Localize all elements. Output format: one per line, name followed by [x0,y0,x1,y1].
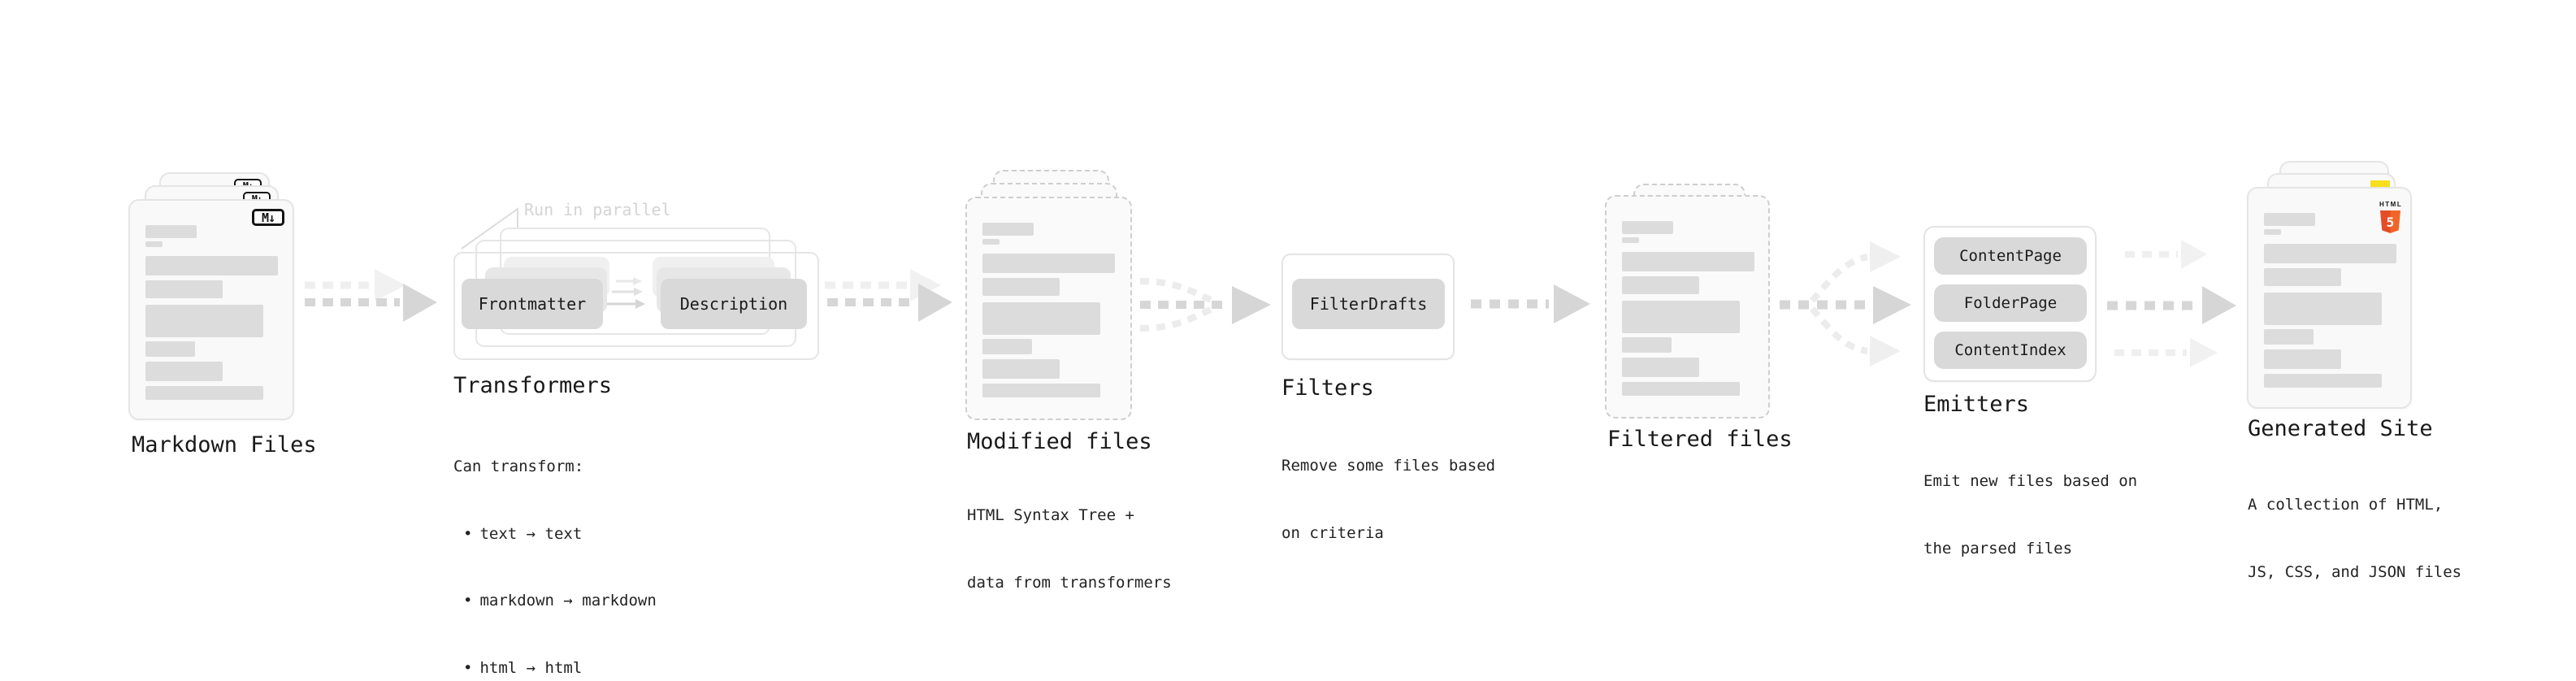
stage-label-generated-site: Generated Site [2248,416,2433,441]
contentpage-pill: ContentPage [1934,237,2087,275]
markdown-icon: M↓ [252,209,284,226]
transformer-parallel-arrows [606,277,645,309]
contentindex-pill: ContentIndex [1934,332,2087,369]
filters-description: Remove some files based on criteria [1281,457,1496,542]
transformer-box-front [453,252,819,360]
frontmatter-pill: Frontmatter [462,279,603,329]
transformers-bullet: •html → html [463,658,583,677]
transformers-bullet: •markdown → markdown [463,592,657,609]
markdown-file-card-front: M↓ [128,199,294,420]
filtered-file-card-front [1605,195,1770,419]
stage-label-emitters: Emitters [1923,392,2030,417]
transformers-description: Can transform: •text → text •markdown → … [453,411,657,681]
arrow-transformers-to-modified [825,269,952,322]
folderpage-pill: FolderPage [1934,284,2087,322]
document-content-placeholder [2249,189,2410,407]
modified-file-card-front [965,197,1132,420]
annotation-leader-line [461,207,518,249]
arrow-modified-to-filters [1139,278,1271,332]
filterdrafts-pill: FilterDrafts [1292,279,1445,329]
arrow-filtered-to-emitters [1780,241,1911,367]
stage-label-filtered-files: Filtered files [1607,427,1793,452]
stage-label-markdown-files: Markdown Files [132,432,317,458]
javascript-icon [2370,180,2390,189]
document-content-placeholder [130,201,293,419]
run-in-parallel-annotation: Run in parallel [524,200,671,219]
stage-label-modified-files: Modified files [967,429,1152,454]
modified-files-description: HTML Syntax Tree + data from transformer… [967,506,1172,592]
transformers-bullet: •text → text [463,524,583,543]
arrow-emitters-to-generated [2107,240,2236,367]
html5-icon: HTML 5 [2379,194,2401,233]
emitters-description: Emit new files based on the parsed files [1923,472,2138,557]
transformers-note: Can transform: [453,458,584,475]
generated-file-card-html: HTML 5 [2247,187,2412,409]
stage-label-transformers: Transformers [453,373,613,398]
arrow-filters-to-filtered [1471,284,1590,323]
stage-label-filters: Filters [1281,375,1374,401]
description-pill: Description [661,279,807,329]
generated-site-description: A collection of HTML, JS, CSS, and JSON … [2248,496,2462,581]
document-content-placeholder [967,198,1130,419]
document-content-placeholder [1607,197,1768,417]
arrow-markdown-to-transformers [305,269,437,322]
